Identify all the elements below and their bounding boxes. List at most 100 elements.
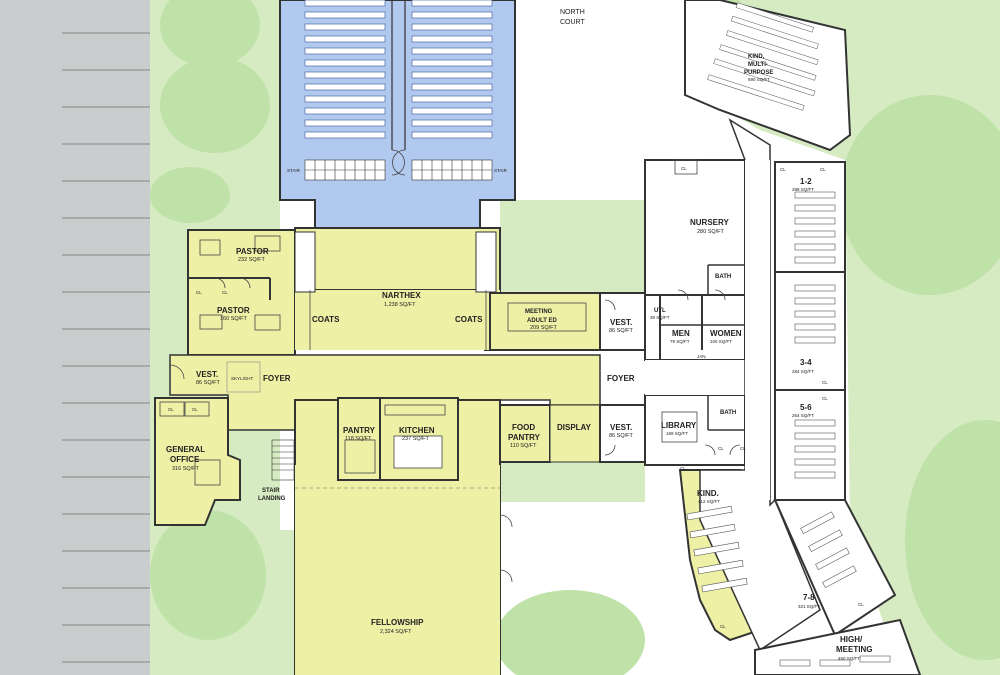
display-area — [549, 404, 601, 463]
road — [0, 0, 150, 675]
stair-landing-graphic — [271, 439, 295, 481]
north-court-line1: NORTH — [560, 9, 585, 16]
cl-nursery: CL — [681, 166, 687, 171]
lawn-court — [500, 200, 645, 295]
women-area: 100 SQ/FT — [710, 339, 732, 344]
multipurpose-seats — [707, 2, 819, 111]
stairs-right-graphic — [411, 159, 493, 181]
kitchen-block — [337, 397, 459, 481]
stair-landing-line2: LANDING — [258, 496, 286, 502]
narthex-name: NARTHEX — [382, 291, 421, 300]
cl-56: CL — [822, 396, 828, 401]
sanctuary — [279, 0, 516, 229]
vest-lower-area: 86 SQ/FT — [609, 433, 633, 439]
pantry-name: PANTRY — [343, 426, 376, 435]
parking-stripes — [62, 32, 150, 663]
north-court-line2: COURT — [560, 19, 585, 26]
women-name: WOMEN — [710, 329, 742, 338]
foyer-right-label: FOYER — [607, 374, 635, 383]
vest-upper-name: VEST. — [610, 318, 632, 327]
vest-left-name: VEST. — [196, 370, 218, 379]
coats-left-label: COATS — [312, 315, 340, 324]
narthex-area: 1,238 SQ/FT — [384, 302, 416, 308]
kind-multi-line1: KIND. — [748, 54, 765, 60]
kitchen-name: KITCHEN — [399, 426, 435, 435]
skylight-label: SKYLIGHT — [231, 376, 254, 381]
class-12-name: 1-2 — [800, 177, 812, 186]
education-wing — [644, 0, 922, 675]
cl-library: CL — [718, 446, 724, 451]
men-area: 79 SQ/FT — [670, 339, 690, 344]
cl-34: CL — [822, 380, 828, 385]
pastor2-name: PASTOR — [217, 306, 250, 315]
cl-office2: CL — [192, 407, 198, 412]
pastor1-name: PASTOR — [236, 247, 269, 256]
bath-lower-label: BATH — [720, 410, 736, 416]
high-meeting-name2: MEETING — [836, 645, 872, 654]
fellowship-area: 2,324 SQ/FT — [380, 629, 412, 635]
kind-multi-area: 690 SQ/FT — [748, 77, 770, 82]
pews-right — [411, 0, 493, 139]
men-name: MEN — [672, 329, 690, 338]
lawn-court-lower — [500, 462, 645, 502]
coats-right-label: COATS — [455, 315, 483, 324]
class-34-name: 3-4 — [800, 358, 812, 367]
library-area: 169 SQ/FT — [666, 431, 688, 436]
vest-left-area: 86 SQ/FT — [196, 380, 220, 386]
pastor1-area: 232 SQ/FT — [238, 257, 266, 263]
cl-kind: CL — [680, 466, 686, 471]
meeting-table — [507, 302, 587, 332]
cl-12b: CL — [820, 167, 826, 172]
cl-78: CL — [858, 602, 864, 607]
class-12-area: 288 SQ/FT — [792, 187, 814, 192]
kind-desks — [686, 505, 748, 593]
meeting-area: 209 SQ/FT — [530, 325, 558, 331]
pantry-area: 118 SQ/FT — [345, 436, 372, 442]
class-78-name: 7-8 — [803, 593, 815, 602]
food-pantry-room — [499, 404, 551, 463]
high-meeting-area: 450 SQ/FT — [838, 656, 860, 661]
classroom-desks — [779, 191, 891, 667]
general-office-name2: OFFICE — [170, 455, 200, 464]
class-56-name: 5-6 — [800, 403, 812, 412]
vest-upper-area: 86 SQ/FT — [609, 328, 633, 334]
nursery-name: NURSERY — [690, 218, 729, 227]
pastor2-area: 160 SQ/FT — [220, 316, 248, 322]
pastor-detail — [188, 231, 497, 350]
cl-library2: CL — [740, 446, 746, 451]
foyer-left-label: FOYER — [263, 374, 291, 383]
meeting-name1: MEETING — [525, 309, 553, 315]
pews-left — [304, 0, 386, 139]
utl-area: 39 SQ/FT — [650, 315, 670, 320]
stair-right-label: STAIR — [494, 168, 508, 173]
bath-upper-label: BATH — [715, 274, 731, 280]
class-78-area: 321 SQ/FT — [798, 604, 820, 609]
jan-label: JAN. — [697, 354, 707, 359]
kind-multi-line2: MULTI- — [748, 62, 768, 68]
kitchen-area: 237 SQ/FT — [402, 436, 430, 442]
utl-name: UTL — [654, 308, 666, 314]
connector — [599, 292, 646, 463]
vest-lower-name: VEST. — [610, 423, 632, 432]
food-pantry-name1: FOOD — [512, 423, 535, 432]
display-label: DISPLAY — [557, 423, 592, 432]
cl-kind2: CL — [720, 624, 726, 629]
food-pantry-area: 110 SQ/FT — [510, 443, 537, 449]
kind-name: KIND. — [697, 489, 719, 498]
stair-left-label: STAIR — [287, 168, 301, 173]
skylight — [226, 361, 261, 393]
library-name: LIBRARY — [661, 421, 697, 430]
cl-pastor1: CL — [196, 290, 202, 295]
high-meeting-name1: HIGH/ — [840, 635, 863, 644]
food-pantry-name2: PANTRY — [508, 433, 541, 442]
stairs-left-graphic — [304, 159, 386, 181]
general-office-name1: GENERAL — [166, 445, 205, 454]
kind-area: 412 SQ/FT — [698, 499, 720, 504]
stair-landing-line1: STAIR — [262, 488, 280, 494]
cl-pastor2: CL — [222, 290, 228, 295]
general-office-area: 316 SQ/FT — [172, 466, 200, 472]
kind-multi-line3: PURPOSE — [744, 70, 773, 76]
cl-office1: CL — [168, 407, 174, 412]
cl-12a: CL — [780, 167, 786, 172]
